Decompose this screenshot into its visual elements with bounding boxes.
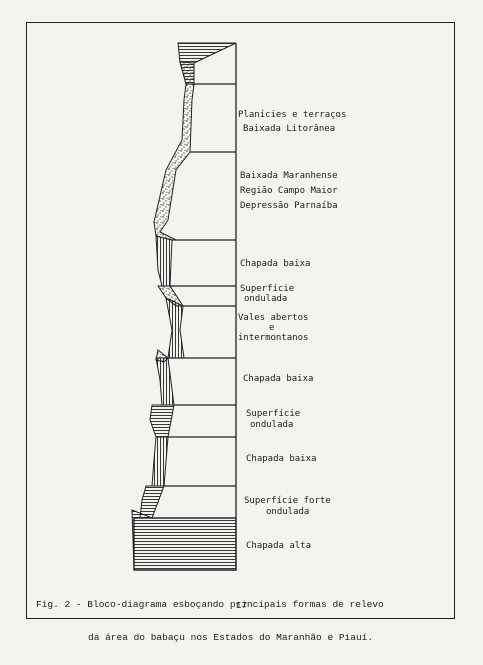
figure-frame [26,22,455,619]
caption-line-1: Fig. 2 - Bloco-diagrama esboçando princi… [36,599,384,610]
label-intermontanos: intermontanos [238,333,309,343]
label-ondulada-2: ondulada [250,420,294,430]
document-page: Planícies e terraços Baixada Litorânea B… [26,22,455,643]
label-depressao-parnaiba: Depressão Parnaíba [240,201,338,211]
label-e: e [269,323,275,333]
label-baixada-litoranea: Baixada Litorânea [243,124,336,134]
label-planicies: Planícies e terraços [238,110,347,120]
base-block [133,517,237,571]
label-superficie-2: Superfície [246,409,301,419]
label-chapada-baixa-3: Chapada baixa [246,454,317,464]
label-ondulada-1: ondulada [244,294,288,304]
block-diagram [131,42,237,571]
figure-caption: Fig. 2 - Bloco-diagrama esboçando princi… [36,577,456,665]
label-ondulada-3: ondulada [266,507,310,517]
page-number: 17 [235,600,248,611]
label-superficie-forte: Superfície forte [244,496,331,506]
label-regiao-campo-maior: Região Campo Maior [240,186,338,196]
label-chapada-alta: Chapada alta [246,541,312,551]
label-chapada-baixa-1: Chapada baixa [240,259,311,269]
label-baixada-maranhense: Baixada Maranhense [240,171,338,181]
label-vales-abertos: Vales abertos [238,313,309,323]
label-chapada-baixa-2: Chapada baixa [243,374,314,384]
label-superficie-1: Superfície [240,284,295,294]
caption-line-2: da área do babaçu nos Estados do Maranhã… [88,632,374,643]
